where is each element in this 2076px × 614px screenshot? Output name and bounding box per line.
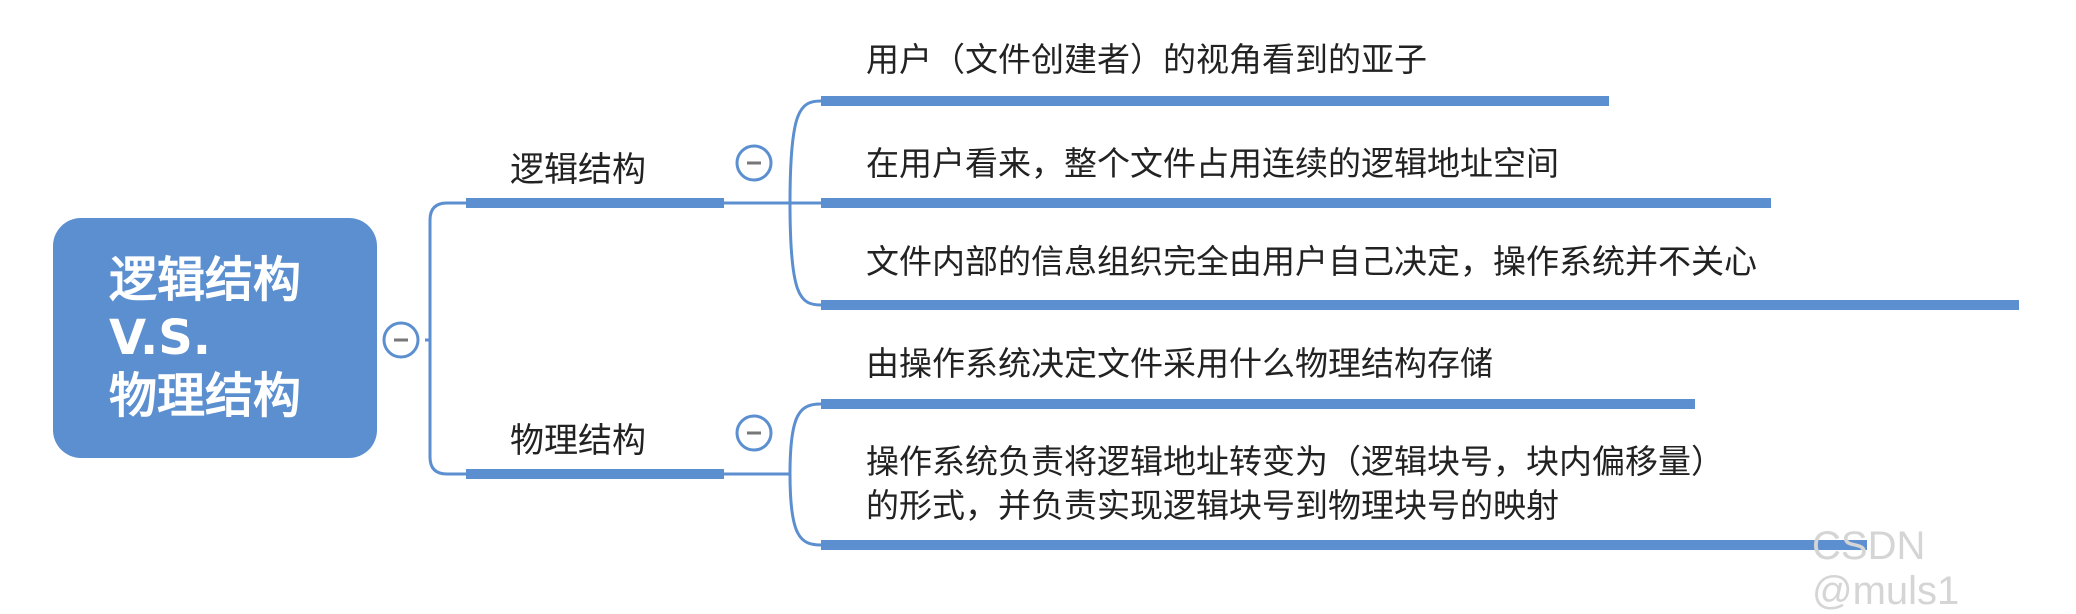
leaf-node[interactable]: 由操作系统决定文件采用什么物理结构存储 (866, 344, 1493, 383)
underline-leaf (821, 198, 1771, 208)
root-line: 逻辑结构 (109, 252, 302, 308)
root-node[interactable]: 逻辑结构 V.S. 物理结构 (53, 218, 377, 458)
branch-physical[interactable]: 物理结构 (510, 421, 646, 461)
leaf-node[interactable]: 在用户看来，整个文件占用连续的逻辑地址空间 (866, 144, 1559, 183)
connector-logical (724, 99, 822, 307)
root-line: V.S. (109, 310, 211, 366)
underline-leaf (821, 96, 1609, 106)
leaf-node[interactable]: 用户（文件创建者）的视角看到的亚子 (866, 40, 1427, 79)
root-line: 物理结构 (109, 368, 302, 424)
collapse-root-icon[interactable] (382, 321, 420, 359)
underline-leaf (821, 540, 1867, 550)
watermark: CSDN @muls1 (1812, 524, 1960, 613)
collapse-physical-icon[interactable] (735, 414, 773, 452)
leaf-node[interactable]: 操作系统负责将逻辑地址转变为（逻辑块号，块内偏移量） 的形式，并负责实现逻辑块号… (866, 440, 1724, 528)
underline-logical (466, 198, 724, 208)
underline-physical (466, 469, 724, 479)
leaf-line: 操作系统负责将逻辑地址转变为（逻辑块号，块内偏移量） (866, 442, 1724, 481)
underline-leaf (821, 399, 1695, 409)
underline-leaf (821, 300, 2019, 310)
collapse-logical-icon[interactable] (735, 144, 773, 182)
connector-physical (724, 402, 822, 547)
leaf-node[interactable]: 文件内部的信息组织完全由用户自己决定，操作系统并不关心 (866, 242, 1757, 281)
leaf-line: 的形式，并负责实现逻辑块号到物理块号的映射 (866, 486, 1559, 525)
connector-root (425, 201, 466, 476)
mindmap-connectors (382, 96, 2019, 550)
branch-logical[interactable]: 逻辑结构 (510, 150, 646, 190)
